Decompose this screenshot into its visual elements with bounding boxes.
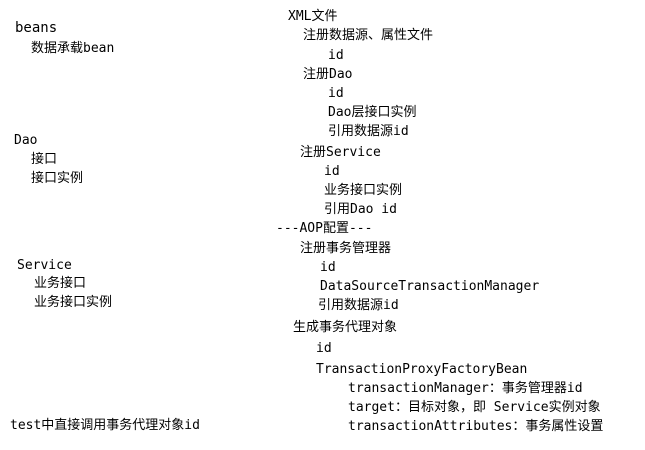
txmanager-id: id xyxy=(320,260,336,275)
beans-title: beans xyxy=(15,20,58,36)
proxy-id: id xyxy=(316,341,332,356)
service-register-ref: 引用Dao id xyxy=(324,202,397,217)
proxy-prop-txmanager: transactionManager：事务管理器id xyxy=(348,381,583,396)
txmanager-ref: 引用数据源id xyxy=(318,298,399,313)
service-item-impl: 业务接口实例 xyxy=(34,295,113,310)
dao-item-interface: 接口 xyxy=(31,152,58,167)
service-register-label: 注册Service xyxy=(300,145,381,160)
txmanager-label: 注册事务管理器 xyxy=(300,241,392,256)
dao-register-id: id xyxy=(328,86,344,101)
service-register-id: id xyxy=(324,164,340,179)
beans-item: 数据承载bean xyxy=(31,41,115,56)
dao-register-ref: 引用数据源id xyxy=(328,124,409,139)
dao-register-label: 注册Dao xyxy=(303,67,353,82)
test-note: test中直接调用事务代理对象id xyxy=(10,418,200,433)
service-register-impl: 业务接口实例 xyxy=(324,183,403,198)
dao-register-impl: Dao层接口实例 xyxy=(328,105,417,120)
dao-title: Dao xyxy=(14,133,38,148)
dao-item-impl: 接口实例 xyxy=(31,171,84,186)
datasource-label: 注册数据源、属性文件 xyxy=(303,28,434,43)
service-item-interface: 业务接口 xyxy=(34,276,87,291)
proxy-prop-attributes: transactionAttributes：事务属性设置 xyxy=(348,419,604,434)
proxy-label: 生成事务代理对象 xyxy=(293,320,398,335)
txmanager-class: DataSourceTransactionManager xyxy=(320,279,540,294)
proxy-prop-target: target：目标对象，即 Service实例对象 xyxy=(348,400,601,415)
service-title: Service xyxy=(17,258,72,273)
datasource-id: id xyxy=(328,48,344,63)
aop-config-divider: ---AOP配置--- xyxy=(276,221,373,236)
proxy-class: TransactionProxyFactoryBean xyxy=(316,362,528,377)
xml-title: XML文件 xyxy=(288,9,338,24)
